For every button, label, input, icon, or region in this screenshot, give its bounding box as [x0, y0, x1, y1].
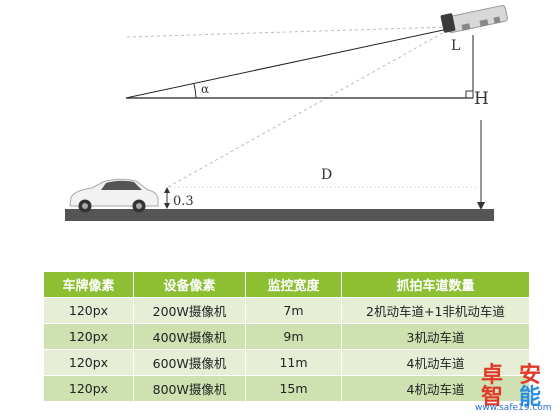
- cell-device-pixels: 800W摄像机: [133, 375, 246, 402]
- watermark-char: 智: [481, 385, 504, 410]
- triangle-hypotenuse: [125, 28, 449, 99]
- table-row: 120px 600W摄像机 11m 4机动车道: [43, 349, 530, 376]
- height-label: 0.3: [173, 194, 194, 209]
- camera-geometry-diagram: α L H D 0.3: [65, 4, 508, 221]
- cell-lane-count: 3机动车道: [341, 323, 530, 350]
- header-plate-pixels: 车牌像素: [43, 271, 134, 298]
- cell-lane-count: 4机动车道: [341, 375, 530, 402]
- watermark-char: 卓: [481, 363, 504, 388]
- lower-dashed-line: [167, 29, 449, 188]
- cell-device-pixels: 400W摄像机: [133, 323, 246, 350]
- h-arrowhead: [477, 202, 485, 210]
- cell-plate-pixels: 120px: [43, 323, 134, 350]
- watermark-char: 安: [519, 363, 542, 388]
- car-icon: [69, 178, 159, 213]
- header-monitor-width: 监控宽度: [245, 271, 342, 298]
- cell-plate-pixels: 120px: [43, 297, 134, 324]
- table-header-row: 车牌像素 设备像素 监控宽度 抓拍车道数量: [43, 271, 530, 298]
- cell-monitor-width: 9m: [245, 323, 342, 350]
- header-lane-count: 抓拍车道数量: [341, 271, 530, 298]
- l-label: L: [451, 38, 460, 54]
- camera-icon: [440, 4, 508, 34]
- table-row: 120px 200W摄像机 7m 2机动车道+1非机动车道: [43, 297, 530, 324]
- height-arrowhead-bottom: [164, 203, 170, 209]
- cell-lane-count: 4机动车道: [341, 349, 530, 376]
- angle-arc: [193, 83, 197, 99]
- header-device-pixels: 设备像素: [133, 271, 246, 298]
- camera-spec-table: 车牌像素 设备像素 监控宽度 抓拍车道数量 120px 200W摄像机 7m 2…: [43, 271, 530, 402]
- height-arrowhead-top: [164, 187, 170, 193]
- watermark-logo: 卓 安 智 能 www.safe19.com: [467, 357, 559, 415]
- upper-dashed-line: [126, 26, 449, 38]
- table-row: 120px 400W摄像机 9m 3机动车道: [43, 323, 530, 350]
- angle-label: α: [201, 82, 209, 96]
- cell-monitor-width: 15m: [245, 375, 342, 402]
- cell-monitor-width: 7m: [245, 297, 342, 324]
- road-ground: [65, 209, 494, 221]
- watermark-url: www.safe19.com: [475, 403, 552, 413]
- cell-device-pixels: 600W摄像机: [133, 349, 246, 376]
- right-angle-marker: [465, 90, 474, 99]
- watermark-char: 能: [519, 385, 542, 410]
- d-label: D: [321, 167, 332, 183]
- h-label: H: [474, 89, 489, 109]
- cell-monitor-width: 11m: [245, 349, 342, 376]
- table-row: 120px 800W摄像机 15m 4机动车道: [43, 375, 530, 402]
- cell-plate-pixels: 120px: [43, 349, 134, 376]
- cell-lane-count: 2机动车道+1非机动车道: [341, 297, 530, 324]
- cell-plate-pixels: 120px: [43, 375, 134, 402]
- cell-device-pixels: 200W摄像机: [133, 297, 246, 324]
